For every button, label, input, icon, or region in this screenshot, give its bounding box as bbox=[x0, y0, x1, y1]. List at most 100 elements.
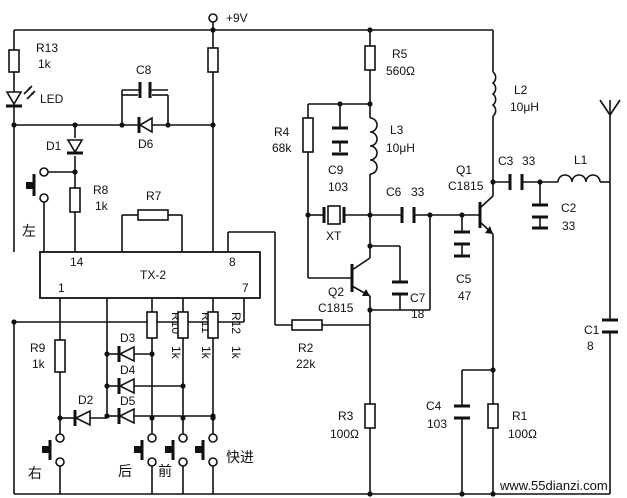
c1-ref: C1 bbox=[584, 323, 600, 337]
button-forward-label: 前 bbox=[158, 463, 172, 479]
diode-d2 bbox=[74, 409, 91, 427]
xt-ref: XT bbox=[326, 229, 342, 243]
c9-ref: C9 bbox=[328, 163, 344, 177]
diode-d6 bbox=[138, 116, 153, 134]
q2-type: C1815 bbox=[318, 301, 354, 315]
ic-name: TX-2 bbox=[140, 268, 166, 282]
inductor-l3 bbox=[369, 117, 378, 175]
d6-ref: D6 bbox=[138, 137, 154, 151]
transistor-q1: Q1 C1815 bbox=[448, 163, 494, 235]
c6-ref: C6 bbox=[386, 185, 402, 199]
r9-ref: R9 bbox=[30, 341, 46, 355]
diode-d5 bbox=[118, 407, 135, 425]
ic-pin7-label: 7 bbox=[242, 281, 249, 295]
resistor-r9 bbox=[54, 339, 66, 373]
r5-value: 560Ω bbox=[386, 64, 415, 78]
resistor-r1 bbox=[487, 403, 499, 429]
r9-value: 1k bbox=[32, 357, 46, 371]
c3-ref: C3 bbox=[498, 154, 514, 168]
led: LED bbox=[5, 85, 64, 108]
d5-ref: D5 bbox=[120, 394, 136, 408]
q1-ref: Q1 bbox=[456, 163, 472, 177]
c3-value: 33 bbox=[522, 154, 536, 168]
resistor-r13 bbox=[8, 49, 20, 73]
resistor-pin8-feed bbox=[207, 47, 219, 73]
resistor-r3 bbox=[364, 403, 376, 429]
l1-ref: L1 bbox=[574, 153, 588, 167]
r12-ref: R12 bbox=[229, 312, 243, 334]
button-fast-forward-label: 快进 bbox=[226, 449, 254, 465]
ic-tx2: TX-2 14 8 1 7 bbox=[39, 251, 261, 299]
resistor-r5 bbox=[364, 45, 376, 71]
r11-value: 1k bbox=[199, 346, 213, 360]
inductors: L1 L2 10μH L3 10μH bbox=[369, 71, 601, 183]
c4-ref: C4 bbox=[426, 399, 442, 413]
r13-ref: R13 bbox=[36, 41, 58, 55]
ic-pin14-label: 14 bbox=[70, 255, 84, 269]
r4-value: 68k bbox=[272, 141, 292, 155]
l2-ref: L2 bbox=[514, 83, 528, 97]
button-right-label: 右 bbox=[28, 465, 42, 481]
c5-ref: C5 bbox=[456, 272, 472, 286]
d2-ref: D2 bbox=[78, 393, 94, 407]
button-forward: 前 bbox=[158, 433, 188, 479]
c1-value: 8 bbox=[587, 339, 594, 353]
junction-dots bbox=[11, 27, 543, 497]
c8-ref: C8 bbox=[136, 63, 152, 77]
c2-value: 33 bbox=[562, 219, 576, 233]
d3-ref: D3 bbox=[120, 331, 136, 345]
crystal-xt: XT bbox=[322, 205, 346, 243]
button-left: 左 bbox=[22, 167, 49, 252]
c7-value: 18 bbox=[411, 307, 425, 321]
wiring bbox=[13, 29, 611, 495]
resistor-r7 bbox=[137, 209, 169, 221]
r5-ref: R5 bbox=[392, 47, 408, 61]
button-right: 右 bbox=[28, 433, 65, 481]
resistor-r4 bbox=[302, 117, 314, 153]
r13-value: 1k bbox=[38, 57, 52, 71]
antenna-icon bbox=[599, 99, 621, 116]
resistor-r10 bbox=[146, 311, 158, 339]
q2-ref: Q2 bbox=[328, 285, 344, 299]
supply-terminal: +9V bbox=[208, 11, 248, 30]
r7-ref: R7 bbox=[146, 189, 162, 203]
l3-ref: L3 bbox=[390, 123, 404, 137]
l2-value: 10μH bbox=[510, 100, 539, 114]
d1-ref: D1 bbox=[46, 139, 62, 153]
resistor-r2 bbox=[291, 319, 323, 331]
l3-value: 10μH bbox=[386, 141, 415, 155]
c7-ref: C7 bbox=[410, 291, 426, 305]
resistor-r11 bbox=[177, 311, 189, 339]
led-label: LED bbox=[40, 92, 64, 106]
button-left-label: 左 bbox=[22, 223, 36, 239]
r3-ref: R3 bbox=[338, 409, 354, 423]
button-back-label: 后 bbox=[118, 463, 132, 479]
r2-ref: R2 bbox=[298, 341, 314, 355]
q1-type: C1815 bbox=[448, 179, 484, 193]
r1-ref: R1 bbox=[512, 409, 528, 423]
r12-value: 1k bbox=[229, 346, 243, 360]
diodes: D1 D6 D2 D3 D4 D5 bbox=[46, 116, 154, 427]
capacitors: C8 C9 103 C6 33 C7 18 C5 47 C3 33 C2 33 bbox=[121, 63, 618, 431]
resistor-r8 bbox=[69, 187, 81, 213]
inductor-l1 bbox=[557, 174, 601, 183]
r4-ref: R4 bbox=[274, 125, 290, 139]
watermark-text: www.55dianzi.com bbox=[499, 478, 608, 493]
inductor-l2 bbox=[491, 71, 497, 117]
supply-label: +9V bbox=[226, 11, 248, 25]
c4-value: 103 bbox=[427, 417, 447, 431]
r8-ref: R8 bbox=[93, 183, 109, 197]
c5-value: 47 bbox=[458, 289, 472, 303]
r8-value: 1k bbox=[95, 199, 109, 213]
d4-ref: D4 bbox=[120, 363, 136, 377]
transistor-q2: Q2 C1815 bbox=[318, 257, 371, 315]
r2-value: 22k bbox=[296, 357, 316, 371]
c2-ref: C2 bbox=[561, 201, 577, 215]
ic-pin8-label: 8 bbox=[229, 255, 236, 269]
r10-value: 1k bbox=[169, 346, 183, 360]
diode-d4 bbox=[118, 377, 135, 395]
r1-value: 100Ω bbox=[508, 427, 537, 441]
button-back: 后 bbox=[118, 433, 157, 479]
diode-d1 bbox=[66, 139, 84, 154]
